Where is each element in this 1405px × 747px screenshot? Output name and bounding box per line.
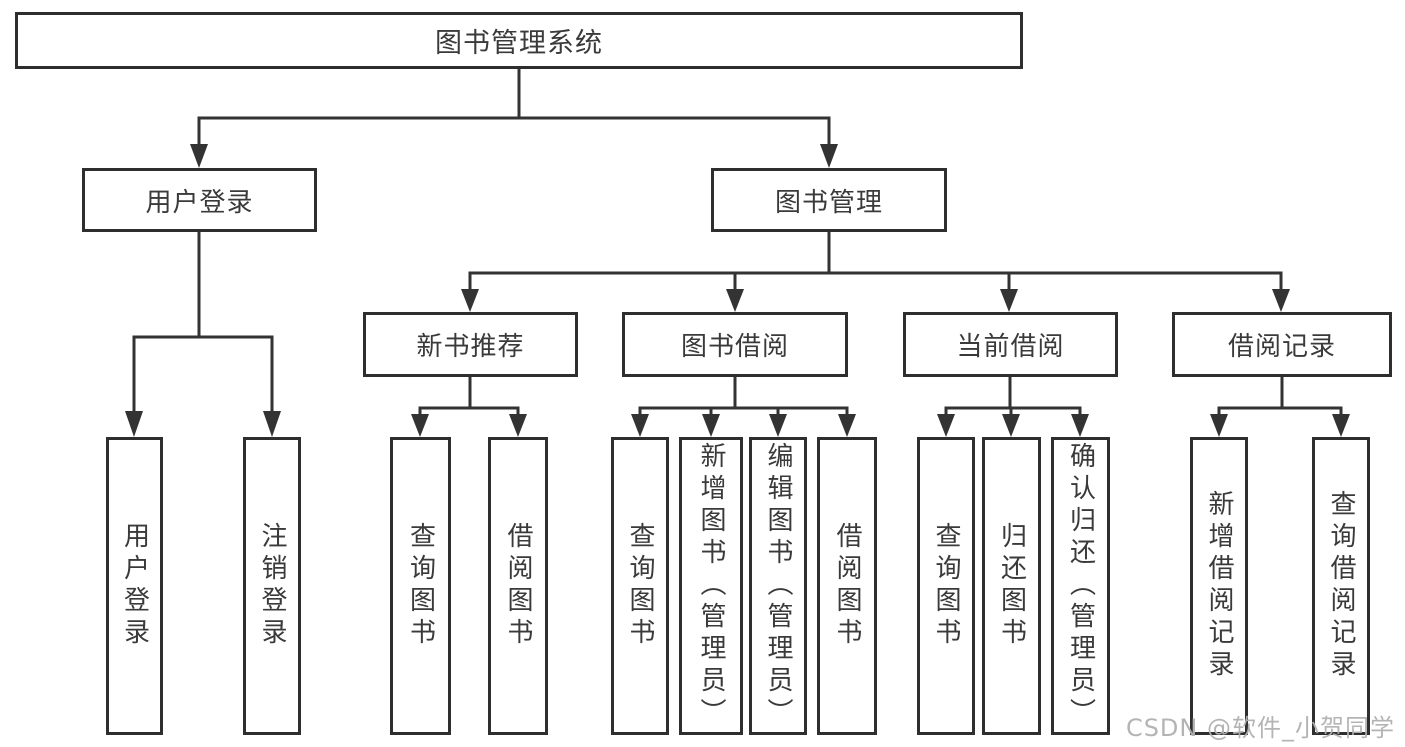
connector-current-borrow-children: [937, 374, 1089, 437]
node-book-borrow: 图书借阅: [622, 312, 848, 377]
node-leaf-query-book-3: 查询图书: [917, 437, 975, 735]
watermark-text: CSDN @软件_小贺同学: [1125, 714, 1395, 742]
node-leaf-logout: 注销登录: [243, 437, 301, 735]
node-leaf-confirm-return-admin: 确认归还（管理员）: [1051, 437, 1110, 735]
node-borrow-records: 借阅记录: [1172, 312, 1392, 377]
connector-new-book-rec-children: [411, 374, 527, 437]
node-leaf-edit-book-admin: 编辑图书（管理员）: [749, 437, 807, 735]
node-current-borrow: 当前借阅: [903, 312, 1118, 377]
connector-root-to-level2: [190, 69, 838, 168]
node-new-book-rec: 新书推荐: [363, 312, 578, 377]
node-leaf-user-login: 用户登录: [106, 437, 163, 735]
node-user-login: 用户登录: [82, 168, 317, 232]
connector-book-mgmt-to-level3: [461, 229, 1290, 312]
node-leaf-query-borrow-record: 查询借阅记录: [1312, 437, 1370, 735]
node-leaf-add-borrow-record: 新增借阅记录: [1190, 437, 1248, 735]
node-root: 图书管理系统: [15, 12, 1023, 69]
node-leaf-query-book-1: 查询图书: [390, 437, 451, 735]
node-leaf-return-book: 归还图书: [982, 437, 1041, 735]
node-leaf-add-book-admin: 新增图书（管理员）: [679, 437, 743, 735]
connector-borrow-records-children: [1210, 374, 1350, 437]
node-leaf-borrow-book-2: 借阅图书: [817, 437, 877, 735]
node-book-mgmt: 图书管理: [711, 168, 947, 232]
connector-book-borrow-children: [631, 374, 856, 437]
node-leaf-query-book-2: 查询图书: [611, 437, 669, 735]
node-leaf-borrow-book-1: 借阅图书: [488, 437, 548, 735]
connector-user-login-children: [125, 229, 281, 437]
